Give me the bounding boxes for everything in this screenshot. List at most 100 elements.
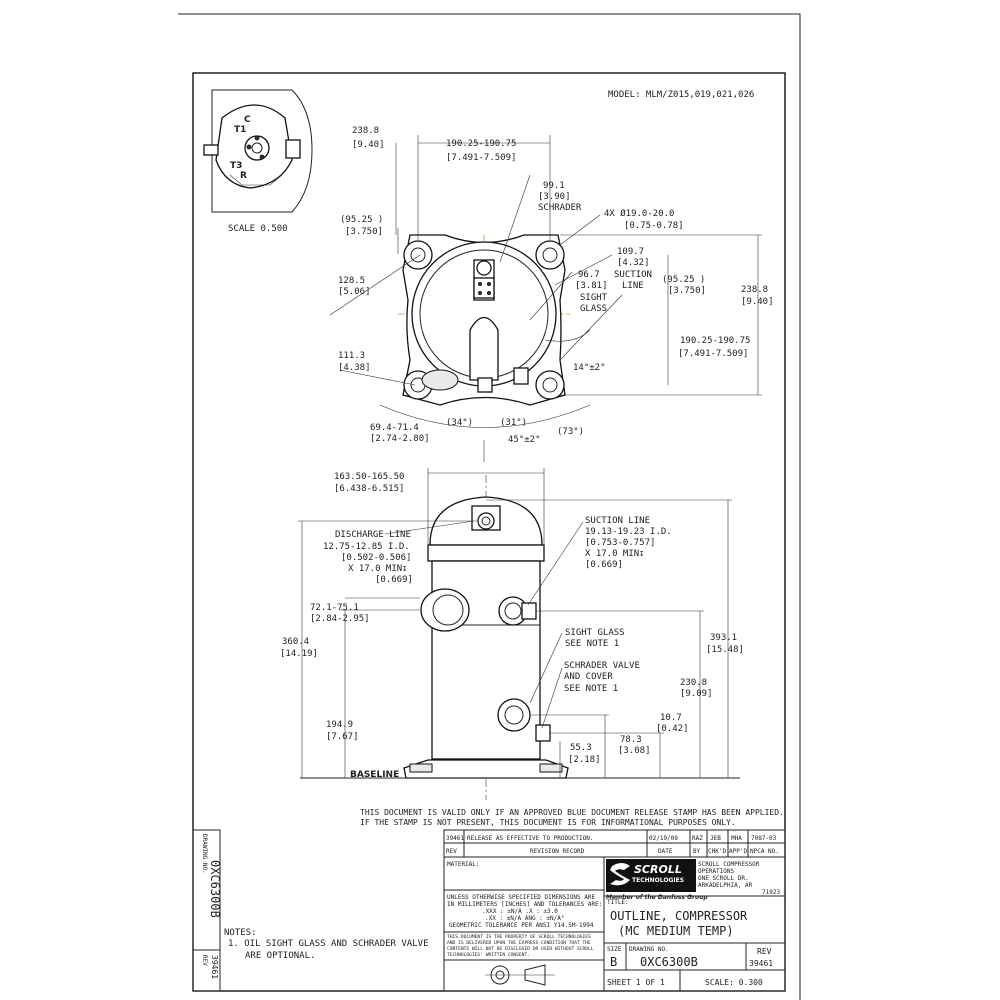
dim-99-leader bbox=[499, 174, 531, 263]
foot-br-hole bbox=[542, 377, 558, 393]
dim-111-a: 111.3 bbox=[338, 351, 365, 361]
validity-line-2: IF THE STAMP IS NOT PRESENT, THIS DOCUME… bbox=[360, 818, 736, 827]
dim-360-a: 360.4 bbox=[282, 637, 309, 647]
company-line-4: ARKADELPHIA, AR bbox=[698, 882, 753, 889]
dim-72-a: 72.1-75.1 bbox=[310, 603, 359, 613]
dim-238-right-a: 238.8 bbox=[741, 285, 768, 295]
discharge-line-a: DISCHARGE LINE bbox=[335, 530, 411, 540]
shell-band bbox=[427, 544, 545, 562]
dim-190-top-b: [7.491-7.509] bbox=[446, 153, 516, 163]
dim-238-right-b: [9.40] bbox=[741, 297, 774, 307]
terminal-clip-right bbox=[285, 139, 301, 159]
dim-holes-leader bbox=[559, 214, 601, 246]
rev-date: 02/19/09 bbox=[649, 835, 678, 842]
rev-header-record: REVISION RECORD bbox=[530, 848, 585, 855]
company-line-2: OPERATIONS bbox=[698, 868, 735, 875]
suction-leader bbox=[559, 294, 623, 361]
suction-side-a: SUCTION LINE bbox=[585, 516, 650, 526]
dim-45-text: 45°±2° bbox=[508, 435, 541, 445]
drawing-no-label: DRAWING NO. bbox=[629, 946, 669, 953]
title-block-frame bbox=[443, 856, 786, 992]
rev-header-by: BY bbox=[693, 848, 701, 855]
strip-rev-label: REV bbox=[201, 955, 208, 966]
discharge-bolt-4 bbox=[486, 290, 491, 295]
dim-34-text: (34°) bbox=[446, 418, 473, 428]
top-terminal-base bbox=[477, 377, 493, 393]
dim-190-right-a: 190.25-190.75 bbox=[680, 336, 750, 346]
discharge-line-e: [0.669] bbox=[375, 575, 413, 585]
rev-header-date: DATE bbox=[658, 848, 673, 855]
logo-brand: SCROLL bbox=[634, 863, 682, 876]
title-label: TITLE: bbox=[607, 899, 629, 906]
suction-line-a: SUCTION bbox=[614, 270, 652, 280]
dim-95-right-a: (95.25 ) bbox=[662, 275, 705, 285]
validity-line-1: THIS DOCUMENT IS VALID ONLY IF AN APPROV… bbox=[360, 808, 784, 817]
dim-163-a: 163.50-165.50 bbox=[334, 472, 404, 482]
terminal-center bbox=[251, 142, 263, 154]
drawing-number-strip: DRAWING NO. 0XC6300B REV 39461 bbox=[192, 829, 222, 992]
dim-393-a: 393.1 bbox=[710, 633, 737, 643]
title-line-1: OUTLINE, COMPRESSOR bbox=[610, 909, 748, 923]
dim-10-b: [0.42] bbox=[656, 724, 689, 734]
dim-72-b: [2.84-2.95] bbox=[310, 614, 370, 624]
note-1-line-1: 1. OIL SIGHT GLASS AND SCHRADER VALVE bbox=[228, 939, 428, 949]
discharge-bolt-2 bbox=[486, 281, 491, 286]
projection-cone bbox=[524, 964, 546, 986]
rev-number: 39461 bbox=[446, 835, 464, 842]
scale-note: SCALE 0.500 bbox=[228, 224, 288, 234]
side-suction-stub bbox=[521, 602, 537, 620]
foot-tl-hole bbox=[410, 247, 426, 263]
dim-55-b: [2.18] bbox=[568, 755, 601, 765]
dim-109-leader bbox=[554, 254, 613, 286]
dim-111-line bbox=[339, 369, 416, 386]
dim-190-right-b: [7.491-7.509] bbox=[678, 349, 748, 359]
baseline-label: BASELINE bbox=[350, 770, 399, 780]
top-sight-glass bbox=[421, 369, 459, 391]
rev-header-chkd: CHK'D bbox=[708, 848, 726, 855]
tolerance-line-4: .XX : ±N/A ANG : ±N/A° bbox=[485, 915, 564, 922]
rev-appd: MHA bbox=[731, 835, 742, 842]
top-terminal-box bbox=[469, 316, 499, 381]
dim-393-b: [15.48] bbox=[706, 645, 744, 655]
label-r: R bbox=[240, 171, 247, 181]
side-base-foot-r bbox=[539, 763, 563, 773]
tolerance-line-5: GEOMETRIC TOLERANCE PER ANSI Y14.5M-1994 bbox=[449, 922, 594, 929]
dim-109-a: 109.7 bbox=[617, 247, 644, 257]
dim-holes-b: [0.75-0.78] bbox=[624, 221, 684, 231]
dim-10-a: 10.7 bbox=[660, 713, 682, 723]
size-value: B bbox=[610, 955, 617, 969]
scale-text: SCALE: 0.300 bbox=[705, 978, 763, 987]
dim-14-arc bbox=[544, 329, 591, 342]
company-line-3: ONE SCROLL DR. bbox=[698, 875, 749, 882]
dim-14-text: 14°±2° bbox=[573, 363, 606, 373]
dim-99-a: 99.1 bbox=[543, 181, 565, 191]
logo-s-mark bbox=[610, 863, 630, 886]
schrader-note-b: AND COVER bbox=[564, 672, 613, 682]
company-line-1: SCROLL COMPRESSOR bbox=[698, 861, 760, 868]
company-line-5: 71923 bbox=[762, 889, 780, 896]
strip-drawing-no: 0XC6300B bbox=[208, 860, 222, 918]
terminal-box-outline bbox=[211, 89, 313, 213]
dim-78-a: 78.3 bbox=[620, 735, 642, 745]
rev-header-npca: NPCA NO. bbox=[750, 848, 779, 855]
side-sight-glass bbox=[420, 588, 470, 632]
suction-side-c: [0.753-0.757] bbox=[585, 538, 655, 548]
suction-line-b: LINE bbox=[622, 281, 644, 291]
side-base-foot-l bbox=[409, 763, 433, 773]
rev-label: REV bbox=[757, 947, 772, 956]
dim-360-b: [14.19] bbox=[280, 649, 318, 659]
suction-side-d: X 17.0 MIN↧ bbox=[585, 549, 645, 559]
logo-brand-2: TECHNOLOGIES bbox=[632, 877, 684, 884]
side-schrader-valve bbox=[535, 724, 551, 742]
suction-side-e: [0.669] bbox=[585, 560, 623, 570]
proprietary-line-3: CONTENTS WILL NOT BE DISCLOSED OR USED W… bbox=[447, 946, 594, 952]
discharge-line-c: [0.502-0.506] bbox=[341, 553, 411, 563]
side-sight-glass-inner bbox=[432, 594, 464, 626]
dim-69-a: 69.4-71.4 bbox=[370, 423, 419, 433]
dim-128-a: 128.5 bbox=[338, 276, 365, 286]
dim-73-text: (73°) bbox=[557, 427, 584, 437]
discharge-port bbox=[476, 260, 492, 276]
foot-tr bbox=[535, 240, 565, 270]
sight-glass-note-b: SEE NOTE 1 bbox=[565, 639, 619, 649]
dim-holes-a: 4X Ø19.0-20.0 bbox=[604, 208, 674, 219]
